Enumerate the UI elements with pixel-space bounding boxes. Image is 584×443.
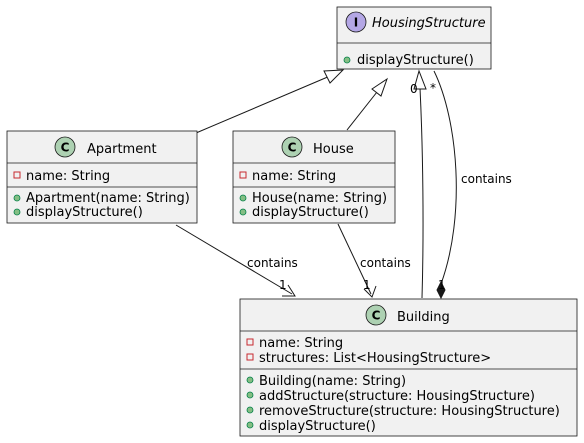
interface-housing-structure[interactable]: I HousingStructure displayStructure(): [336, 6, 492, 70]
method-building-add: addStructure(structure: HousingStructure…: [259, 389, 535, 404]
method-apartment-display: displayStructure(): [26, 205, 143, 220]
public-circle-icon: [246, 421, 254, 429]
method-building-remove: removeStructure(structure: HousingStruct…: [259, 404, 560, 419]
edge-building-contains-interface: contains * 0 1: [410, 70, 512, 300]
open-arrow-icon: [282, 284, 296, 297]
class-badge-icon: [281, 136, 303, 158]
field-building-name: name: String: [259, 336, 343, 351]
relation-label-apartment-building: contains: [247, 256, 298, 270]
public-circle-icon: [343, 56, 351, 64]
private-square-icon: [246, 353, 254, 361]
multiplicity-apartment-building: 1: [279, 278, 287, 292]
interface-method: displayStructure(): [357, 53, 474, 68]
hollow-triangle-arrow-icon: [371, 77, 388, 97]
edge-house-contains-building: contains 1: [337, 223, 411, 298]
method-building-display: displayStructure(): [259, 419, 376, 434]
multiplicity-source: 1: [438, 278, 446, 292]
field-house-name: name: String: [252, 169, 336, 184]
field-apartment-name: name: String: [26, 169, 110, 184]
class-badge-letter: C: [61, 141, 70, 155]
class-title-house: House: [313, 142, 354, 157]
multiplicity-target: *: [430, 81, 436, 95]
hollow-triangle-arrow-icon: [413, 69, 427, 90]
class-badge-icon: [365, 304, 387, 326]
private-square-icon: [246, 338, 254, 346]
method-house-display: displayStructure(): [252, 205, 369, 220]
private-square-icon: [239, 171, 247, 179]
class-apartment[interactable]: C Apartment name: String Apartment(name:…: [6, 130, 198, 224]
relation-label-house-building: contains: [360, 256, 411, 270]
edge-house-implements-interface: [346, 77, 388, 131]
hollow-triangle-arrow-icon: [323, 69, 345, 84]
class-badge-letter: C: [372, 309, 381, 323]
edge-apartment-contains-building: contains 1: [175, 224, 298, 297]
public-circle-icon: [246, 376, 254, 384]
field-building-structures: structures: List<HousingStructure>: [259, 351, 491, 366]
class-title-building: Building: [397, 310, 450, 325]
interface-title: HousingStructure: [372, 16, 486, 31]
filled-diamond-icon: [436, 280, 446, 300]
open-arrow-icon: [363, 285, 377, 298]
method-building-constructor: Building(name: String): [259, 374, 406, 389]
method-apartment-constructor: Apartment(name: String): [26, 191, 190, 206]
class-badge-icon: [54, 136, 76, 158]
private-square-icon: [13, 171, 21, 179]
multiplicity-house-building: 1: [363, 278, 371, 292]
class-building[interactable]: C Building name: String structures: List…: [239, 298, 578, 437]
public-circle-icon: [13, 194, 21, 202]
public-circle-icon: [13, 208, 21, 216]
edge-apartment-implements-interface: [195, 69, 345, 134]
interface-badge-icon: [345, 11, 367, 33]
class-title-apartment: Apartment: [87, 142, 157, 157]
relation-label-building-interface: contains: [461, 172, 512, 186]
public-circle-icon: [239, 194, 247, 202]
public-circle-icon: [239, 208, 247, 216]
method-house-constructor: House(name: String): [252, 191, 387, 206]
public-circle-icon: [246, 391, 254, 399]
multiplicity-target-2: 0: [410, 82, 418, 96]
edge-building-implements-interface: [413, 69, 427, 299]
interface-badge-letter: I: [354, 16, 358, 30]
class-house[interactable]: C House name: String House(name: String)…: [232, 130, 396, 224]
public-circle-icon: [246, 406, 254, 414]
class-badge-letter: C: [288, 141, 297, 155]
